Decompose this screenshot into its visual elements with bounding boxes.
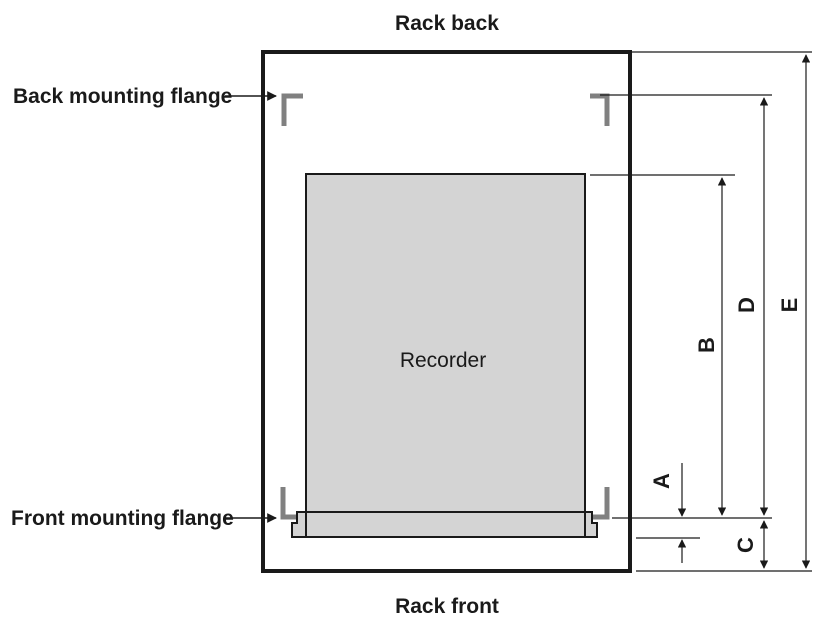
back-flange-right [590,93,610,126]
recorder-front-panel [305,511,586,538]
back-flange-left [281,93,303,126]
dim-d-label: D [734,297,759,313]
back-flange-label: Back mounting flange [13,85,232,108]
dim-e-label: E [777,298,802,313]
recorder-label: Recorder [400,349,486,372]
dim-a-label: A [649,473,674,489]
rack-back-label: Rack back [395,12,499,35]
rack-front-label: Rack front [395,595,499,618]
dim-c-label: C [733,537,758,553]
front-flange-right [590,487,610,520]
rack-outline [261,50,632,573]
front-flange-label: Front mounting flange [11,507,234,530]
dim-b-label: B [694,337,719,353]
